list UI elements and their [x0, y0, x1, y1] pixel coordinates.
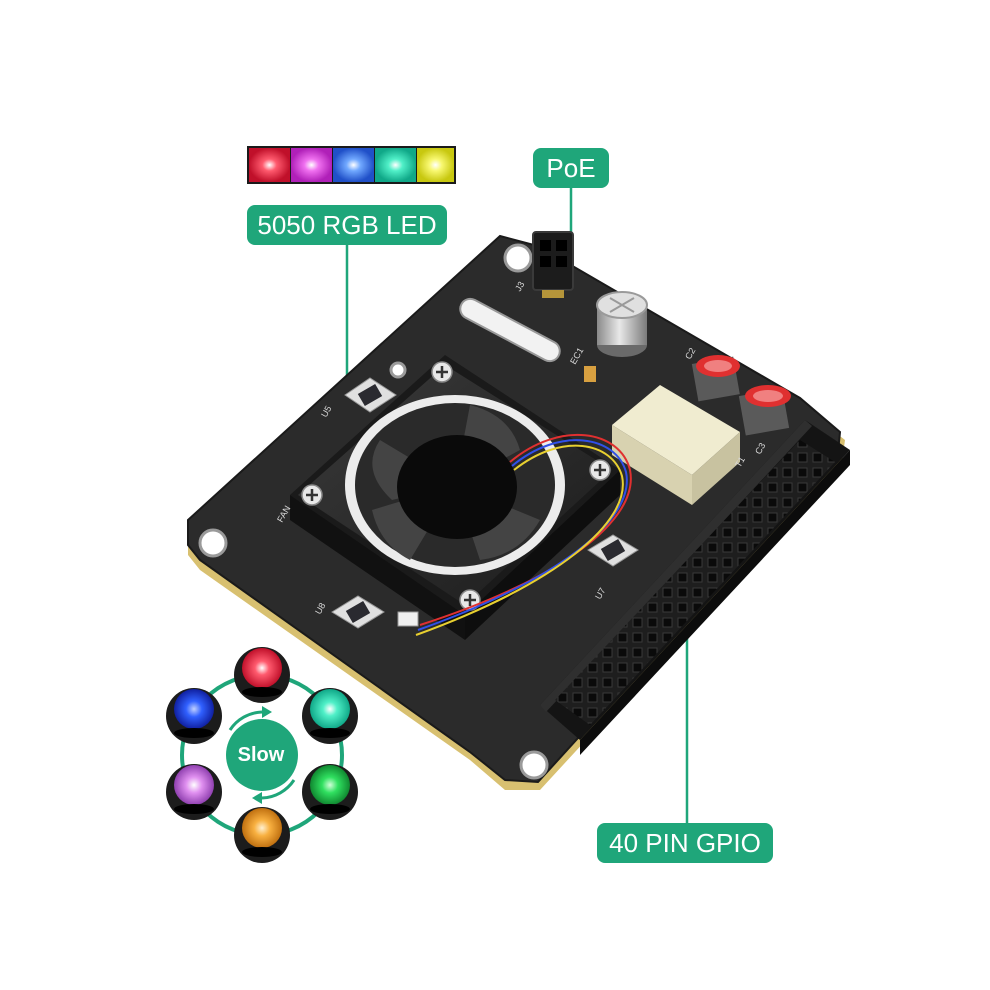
mounting-hole: [503, 243, 533, 273]
led-u5: [344, 377, 397, 413]
cycle-led-red: [234, 647, 290, 703]
silk-t1: T1: [733, 455, 747, 469]
gpio-callout: 40 PIN GPIO: [597, 823, 773, 863]
led-swatch-magenta: [291, 148, 332, 182]
fan-wires: [415, 433, 632, 636]
cycle-led-violet: [166, 764, 222, 820]
led-color-strip: [247, 146, 456, 184]
capacitor-ec1: [584, 291, 648, 382]
mounting-hole: [519, 750, 549, 780]
cycle-led-blue: [166, 688, 222, 744]
cooling-fan: [290, 355, 620, 640]
fan-connector: [397, 611, 419, 627]
onboard-rgb-leds: [331, 377, 639, 629]
silk-u5: U5: [319, 404, 333, 419]
silk-u7: U7: [593, 586, 607, 601]
slow-label: Slow: [237, 743, 285, 766]
arrow-icon: [252, 792, 262, 804]
cycle-led-teal: [302, 688, 358, 744]
rgb-led-callout: 5050 RGB LED: [247, 205, 447, 245]
silk-j3: J3: [513, 280, 526, 293]
gpio-header: [540, 420, 850, 755]
silk-c2: C2: [683, 346, 697, 361]
led-swatch-teal: [375, 148, 416, 182]
led-swatch-red: [249, 148, 290, 182]
arrow-icon: [262, 706, 272, 718]
capacitor-c2: [691, 355, 740, 402]
led-swatch-blue: [333, 148, 374, 182]
fan-hub: [397, 435, 517, 539]
slow-badge: [226, 719, 298, 791]
mounting-hole: [198, 528, 228, 558]
cycle-led-orange: [234, 807, 290, 863]
cycle-led-green: [302, 764, 358, 820]
led-u6: [587, 534, 639, 567]
led-cycle-diagram: [166, 647, 358, 863]
mounting-hole: [389, 361, 407, 379]
capacitor-c3: [738, 385, 791, 436]
silk-u8: U8: [313, 601, 327, 616]
led-swatch-yellow: [417, 148, 454, 182]
poe-callout: PoE: [533, 148, 609, 188]
led-u8: [331, 595, 385, 629]
silk-c3: C3: [753, 441, 767, 456]
transformer-t1: [612, 385, 740, 505]
poe-connector: [532, 231, 574, 298]
